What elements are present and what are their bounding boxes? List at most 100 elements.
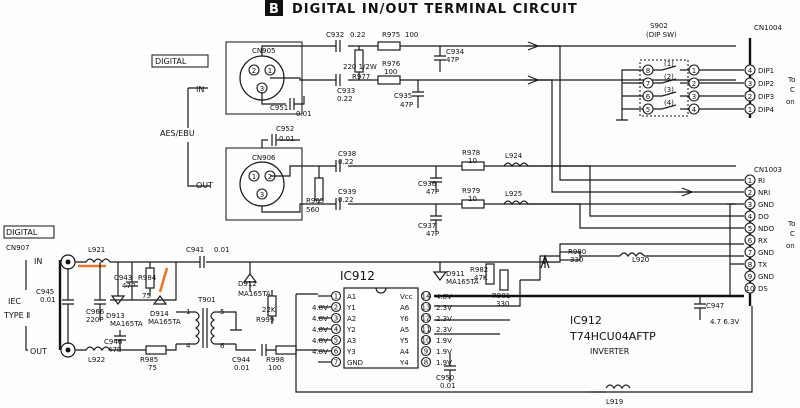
svg-text:MA165TA: MA165TA (238, 290, 271, 298)
svg-text:47P: 47P (426, 188, 439, 196)
svg-text:(4): (4) (664, 99, 674, 107)
svg-text:C946: C946 (104, 338, 123, 346)
r975-resistor (377, 41, 401, 51)
svg-text:11: 11 (422, 326, 431, 334)
dip-row-4: 5 4 (4) (642, 99, 700, 115)
svg-text:3: 3 (260, 191, 264, 199)
svg-text:2: 2 (252, 67, 256, 75)
svg-text:10: 10 (468, 157, 477, 165)
svg-text:100: 100 (268, 364, 281, 372)
svg-text:C944: C944 (232, 356, 251, 364)
dip-switch-body (639, 59, 689, 117)
svg-text:C936: C936 (418, 180, 437, 188)
svg-text:C934: C934 (446, 48, 465, 56)
svg-text:C933: C933 (337, 87, 355, 95)
svg-text:C941: C941 (186, 246, 204, 254)
c944-cap (235, 344, 276, 356)
svg-text:C: C (790, 86, 795, 94)
svg-text:R981: R981 (492, 292, 510, 300)
svg-text:C950: C950 (436, 374, 454, 382)
svg-text:R978: R978 (462, 149, 480, 157)
svg-text:9: 9 (748, 273, 752, 281)
svg-text:Vcc: Vcc (400, 293, 413, 301)
svg-text:A6: A6 (400, 304, 410, 312)
svg-text:6: 6 (334, 348, 339, 356)
c941-cap (199, 256, 205, 268)
t901-label: T901 (197, 296, 216, 304)
cn907-label: CN907 (6, 244, 30, 252)
svg-text:C: C (790, 230, 795, 238)
svg-text:C966: C966 (86, 308, 105, 316)
c937-cap (430, 204, 442, 232)
ic912-body (343, 287, 419, 369)
c946-cap (114, 330, 126, 352)
digital-label-bottom: DIGITAL (6, 228, 38, 237)
svg-text:47P: 47P (400, 101, 413, 109)
svg-text:0.01: 0.01 (40, 296, 56, 304)
svg-text:3: 3 (334, 315, 338, 323)
svg-text:4.7 6.3V: 4.7 6.3V (710, 318, 739, 326)
section-letter: B (269, 2, 279, 17)
c936-cap (430, 166, 442, 192)
c939-cap (335, 198, 341, 210)
svg-text:1: 1 (252, 173, 256, 181)
svg-text:1.9V: 1.9V (436, 337, 452, 345)
t901-secondary (210, 311, 216, 345)
digital-label-box-bottom (3, 225, 55, 239)
ic-desc-line3: INVERTER (590, 347, 630, 356)
svg-text:Y4: Y4 (399, 359, 409, 367)
svg-text:MA165TA: MA165TA (148, 318, 181, 326)
svg-text:A5: A5 (400, 326, 409, 334)
svg-text:L924: L924 (505, 152, 523, 160)
aes-in-label: IN (196, 85, 204, 94)
svg-text:560: 560 (306, 206, 319, 214)
svg-text:C935: C935 (394, 92, 412, 100)
svg-text:R965: R965 (306, 197, 324, 205)
svg-text:R982: R982 (470, 266, 488, 274)
ic-desc-line2: T74HCU04AFTP (569, 330, 656, 343)
l924-inductor (503, 162, 529, 168)
svg-text:330: 330 (496, 300, 509, 308)
svg-text:3: 3 (748, 80, 752, 88)
svg-text:C937: C937 (418, 222, 436, 230)
c947-cap (694, 296, 706, 320)
svg-text:C938: C938 (338, 150, 356, 158)
c932-cap (335, 40, 341, 52)
cn1004-label: CN1004 (754, 24, 782, 32)
c933-cap (335, 74, 341, 86)
svg-text:D911: D911 (446, 270, 465, 278)
svg-text:L925: L925 (505, 190, 522, 198)
svg-text:DIP4: DIP4 (758, 106, 775, 114)
svg-text:R985: R985 (140, 356, 158, 364)
c952-cap (261, 134, 300, 148)
svg-text:A3: A3 (347, 337, 356, 345)
svg-text:7: 7 (334, 359, 338, 367)
svg-text:R984: R984 (138, 274, 157, 282)
cn1004-pin-dip3: 2 DIP3 (744, 90, 774, 102)
svg-text:NRI: NRI (758, 189, 770, 197)
svg-text:10: 10 (468, 195, 477, 203)
svg-text:4: 4 (334, 326, 339, 334)
svg-text:3: 3 (260, 85, 264, 93)
svg-text:Y6: Y6 (399, 315, 409, 323)
l919-inductor (605, 384, 631, 390)
svg-text:Y5: Y5 (399, 337, 409, 345)
t901-primary (194, 311, 200, 345)
svg-text:6: 6 (220, 342, 225, 350)
l920-inductor (619, 252, 645, 258)
svg-text:10: 10 (422, 337, 431, 345)
c935-cap (412, 80, 424, 108)
svg-text:R979: R979 (462, 187, 480, 195)
svg-text:220P: 220P (86, 316, 104, 324)
svg-text:GND: GND (758, 273, 774, 281)
